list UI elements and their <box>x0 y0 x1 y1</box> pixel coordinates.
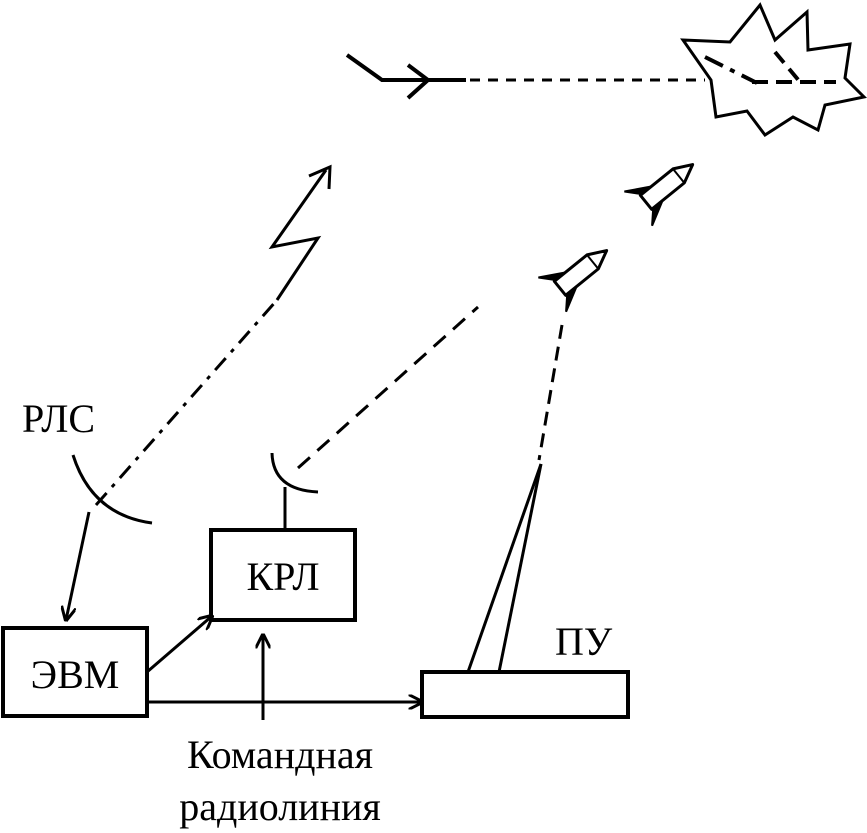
radar-label: РЛС <box>22 396 95 441</box>
computer-box <box>1 626 149 718</box>
missile-lower-icon <box>538 249 609 313</box>
command-link-box <box>209 528 357 622</box>
launcher-label: ПУ <box>555 619 613 664</box>
missile-launch-path <box>537 324 564 461</box>
launcher-box <box>420 670 630 719</box>
command-link-antenna-icon <box>270 452 319 530</box>
radar-signal-zigzag <box>268 164 332 301</box>
missile-upper-icon <box>624 163 695 227</box>
launcher-rails <box>466 463 543 673</box>
computer-to-command-link-arrow <box>146 616 212 674</box>
radar-to-computer-arrow <box>66 511 91 620</box>
radar-antenna-icon <box>71 454 153 525</box>
explosion-icon <box>680 2 867 138</box>
command-link-beam <box>296 305 480 470</box>
command-link-label: КРЛ <box>246 554 319 599</box>
caption-line-2: радиолиния <box>179 784 381 829</box>
target-aircraft-icon <box>345 53 466 100</box>
radar-beam <box>94 299 279 506</box>
computer-label: ЭВМ <box>31 652 120 697</box>
caption-line-1: Командная <box>187 732 373 777</box>
